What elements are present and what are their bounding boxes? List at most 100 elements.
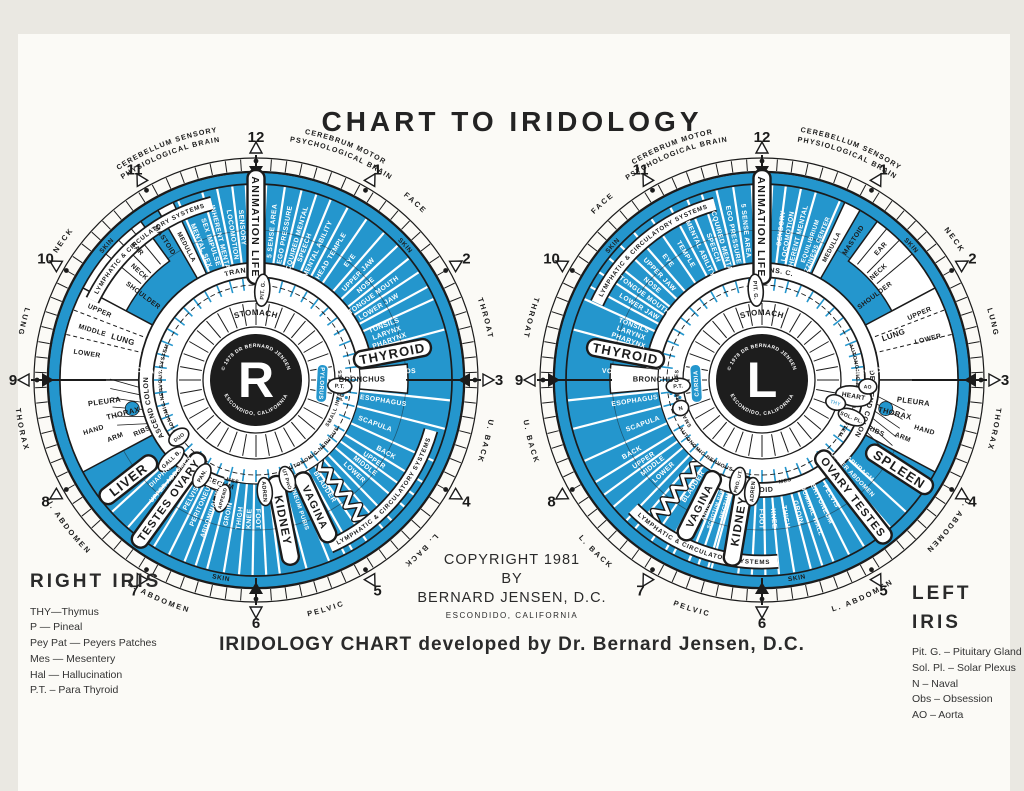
svg-text:APPEND: APPEND — [217, 487, 229, 510]
svg-text:PIT. G.: PIT. G. — [751, 281, 758, 300]
svg-text:ADREN: ADREN — [749, 481, 757, 503]
arc-label: MES — [225, 477, 239, 486]
sector-label: FOOT — [254, 509, 261, 530]
scan-edge-top — [0, 0, 1024, 34]
arc-label: THORAX — [986, 408, 1004, 453]
svg-text:FOOT: FOOT — [254, 509, 261, 530]
svg-text:HEART: HEART — [841, 391, 866, 402]
stomach-pill: CARDIA — [689, 363, 703, 404]
clock-number: 7 — [636, 582, 644, 599]
sector-label: FOOT — [758, 509, 765, 530]
copyright-block: COPYRIGHT 1981 BY BERNARD JENSEN, D.C. E… — [392, 551, 632, 621]
svg-text:PIT. G.: PIT. G. — [260, 280, 267, 299]
arc-label: PELVIC — [306, 598, 346, 618]
arc-label: U. BACK — [476, 419, 496, 465]
small-organ-pill: PAN. — [191, 463, 212, 489]
sector-label: BRONCHUS — [339, 374, 386, 383]
clock-number: 12 — [248, 129, 265, 146]
arc-label: THORAX — [14, 408, 32, 453]
arc-label: LUNG — [986, 307, 1002, 338]
svg-text:THIGH: THIGH — [235, 506, 245, 530]
sector-label: BRONCHIALS — [854, 365, 904, 376]
arc-label: U. ABDOMEN — [924, 497, 973, 556]
svg-text:SENSORY: SENSORY — [237, 210, 247, 246]
svg-text:VOCAL CORDSTRACHEA: VOCAL CORDSTRACHEA — [361, 368, 416, 385]
svg-text:THIGH: THIGH — [780, 505, 791, 529]
sector-label: SENSORY — [237, 210, 247, 246]
arc-label: SKIN — [788, 573, 807, 583]
small-organ-pill: PIT. G. — [253, 273, 271, 307]
clock-number: 2 — [462, 251, 470, 268]
clock-number: 3 — [495, 372, 503, 389]
clock-number: 10 — [543, 251, 560, 268]
sector-label: BRONCHIALS — [115, 365, 165, 376]
clock-number: 11 — [633, 162, 649, 179]
small-organ-pill: N — [671, 399, 690, 417]
clock-number: 4 — [462, 494, 471, 511]
iris-letter: R — [238, 352, 274, 408]
svg-text:GROIN: GROIN — [222, 502, 234, 527]
sector-label: VOCAL CORDSTRACHEA — [602, 368, 657, 385]
sector-label: THIGH — [235, 506, 245, 530]
clock-number: 8 — [41, 494, 49, 511]
scan-edge-right — [1010, 0, 1024, 791]
stomach-pill: PYLORUS — [315, 363, 329, 404]
clock-number: 3 — [1001, 372, 1009, 389]
right-iris-chart: PYLORUSRSTOMACHTRANS. C.CECUMASCEND COLO… — [9, 125, 503, 632]
svg-text:P.T.: P.T. — [335, 384, 346, 391]
scan-edge-left — [0, 0, 18, 791]
small-organ-pill: PRO. UT. — [728, 466, 747, 496]
svg-text:N: N — [678, 405, 684, 412]
arc-label: NECK — [943, 225, 967, 254]
svg-text:ADREN: ADREN — [260, 481, 268, 502]
legend-item: AO – Aorta — [912, 709, 964, 721]
svg-text:KNEE: KNEE — [769, 508, 778, 529]
sector-label: THIGH — [780, 505, 791, 529]
page-title: CHART TO IRIDOLOGY — [321, 106, 703, 137]
clock-number: 10 — [37, 251, 54, 268]
sector-label: LOWER — [73, 349, 101, 360]
copyright-line2: BY — [501, 570, 523, 587]
sector-label: KNEE — [246, 508, 254, 529]
svg-text:AO: AO — [864, 384, 872, 390]
small-organ-pill: APPEND — [213, 483, 232, 513]
arc-label: FACE — [402, 190, 429, 215]
clock-number: 5 — [373, 582, 381, 599]
legend-item: Mes — Mesentery — [30, 652, 116, 665]
svg-text:PRO. UT.: PRO. UT. — [733, 469, 744, 494]
arc-label: STOMACH — [233, 307, 279, 319]
small-organ-pill: PIT. G. — [747, 273, 765, 307]
arc-label: MES — [778, 477, 792, 486]
small-organ-pill: UT PRO — [278, 465, 297, 493]
small-organ-pill: DUO — [168, 427, 190, 447]
svg-text:BRONCHUS: BRONCHUS — [633, 374, 680, 383]
clock-number: 4 — [968, 494, 977, 511]
svg-text:ANIMATION LIFE: ANIMATION LIFE — [249, 176, 261, 277]
svg-text:P.T.: P.T. — [673, 384, 684, 391]
arc-label: THROAT — [476, 296, 496, 340]
svg-text:BRONCHIALS: BRONCHIALS — [115, 365, 165, 376]
svg-text:BRONCHUS: BRONCHUS — [339, 374, 386, 383]
svg-text:FOOT: FOOT — [758, 509, 765, 530]
clock-number: 1 — [373, 162, 381, 179]
clock-number: 8 — [547, 494, 555, 511]
sector-label: BRONCHUS — [633, 374, 680, 383]
clock-number: 2 — [968, 251, 976, 268]
svg-text:BRONCHIALS: BRONCHIALS — [854, 365, 904, 376]
copyright-line1: COPYRIGHT 1981 — [443, 552, 581, 568]
svg-text:LOWER: LOWER — [73, 349, 101, 360]
organ-banner: THYROID — [352, 337, 433, 370]
legend-item: N – Naval — [912, 677, 959, 690]
svg-text:ANIMATION LIFE: ANIMATION LIFE — [755, 176, 767, 277]
svg-text:VOCAL CORDSTRACHEA: VOCAL CORDSTRACHEA — [602, 368, 657, 385]
legend-item: P.T. – Para Thyroid — [30, 684, 119, 697]
arc-label: NECK — [51, 225, 75, 254]
iris-letter: L — [747, 352, 778, 408]
small-organ-pill: P.T. — [665, 377, 691, 395]
organ-banner: KIDNEY — [266, 474, 301, 566]
arc-label: TRANS. C. — [753, 266, 794, 277]
clock-number: 6 — [758, 615, 766, 632]
